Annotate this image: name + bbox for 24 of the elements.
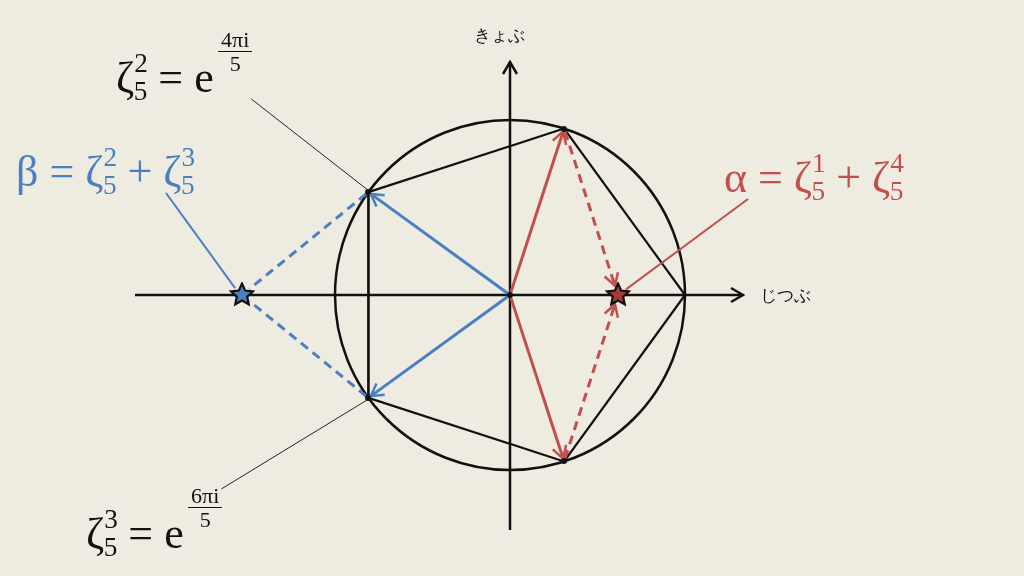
vector-arrow	[509, 130, 568, 293]
star-marker	[229, 282, 255, 308]
vector-arrow	[369, 295, 509, 398]
point-dot	[561, 125, 568, 132]
vector-arrow	[369, 192, 509, 295]
dashed-arrow	[563, 130, 620, 287]
leader-line	[165, 192, 237, 290]
point-dot	[507, 292, 513, 298]
formula-label: ζ$^{3}$$_{5}$ = e 6πi 5	[86, 484, 223, 556]
leader-line	[250, 98, 368, 190]
dashed-arrow	[563, 303, 620, 460]
leader-line	[220, 399, 368, 490]
formula-label: ζ$^{2}$$_{5}$ = e 4πi 5	[116, 28, 253, 100]
vector-arrow	[509, 297, 568, 460]
axis-label: きょぶ	[474, 24, 525, 47]
star-marker	[605, 282, 631, 308]
axis-label: じつぶ	[760, 284, 811, 307]
dashed-line	[248, 192, 368, 290]
chord-line	[367, 195, 370, 395]
leader-line	[625, 198, 749, 291]
point-dot	[561, 458, 568, 465]
dashed-line	[248, 300, 368, 398]
point-dot	[365, 189, 372, 196]
point-dot	[365, 394, 372, 401]
